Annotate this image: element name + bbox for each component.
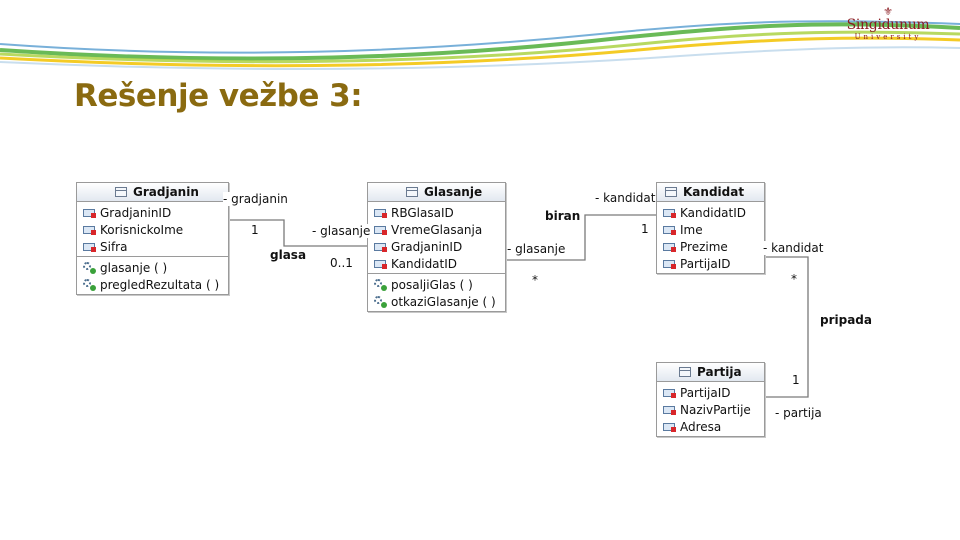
- role-label-kandidat: - kandidat: [763, 241, 824, 255]
- private-attribute-icon: [663, 208, 676, 218]
- attribute: GradjaninID: [368, 238, 505, 255]
- logo-subtitle: University: [854, 33, 922, 41]
- operations-compartment: glasanje ( ) pregledRezultata ( ): [77, 256, 228, 294]
- class-kandidat[interactable]: Kandidat KandidatID Ime Prezime PartijaI…: [656, 182, 765, 274]
- private-attribute-icon: [83, 225, 96, 235]
- private-attribute-icon: [374, 242, 387, 252]
- attribute: KandidatID: [368, 255, 505, 272]
- private-attribute-icon: [83, 242, 96, 252]
- private-attribute-icon: [663, 225, 676, 235]
- class-gradjanin[interactable]: Gradjanin GradjaninID KorisnickoIme Sifr…: [76, 182, 229, 295]
- role-label-partija: - partija: [775, 406, 822, 420]
- attribute: Adresa: [657, 418, 764, 435]
- class-icon: [115, 187, 127, 197]
- private-attribute-icon: [663, 242, 676, 252]
- public-operation-icon: [374, 295, 387, 308]
- operation: otkaziGlasanje ( ): [368, 293, 505, 310]
- private-attribute-icon: [663, 388, 676, 398]
- class-header: Gradjanin: [77, 183, 228, 202]
- multiplicity-label: 0..1: [330, 256, 353, 270]
- attribute: PartijaID: [657, 384, 764, 401]
- class-icon: [406, 187, 418, 197]
- association-name-glasa: glasa: [270, 248, 307, 262]
- private-attribute-icon: [83, 208, 96, 218]
- class-glasanje[interactable]: Glasanje RBGlasaID VremeGlasanja Gradjan…: [367, 182, 506, 312]
- header-wave-decoration: [0, 20, 960, 71]
- class-name: Glasanje: [424, 185, 483, 199]
- class-name: Partija: [697, 365, 742, 379]
- operation: pregledRezultata ( ): [77, 276, 228, 293]
- private-attribute-icon: [663, 405, 676, 415]
- association-line-pripada: [763, 256, 809, 398]
- class-icon: [665, 187, 677, 197]
- attribute: PartijaID: [657, 255, 764, 272]
- class-icon: [679, 367, 691, 377]
- public-operation-icon: [83, 278, 96, 291]
- operations-compartment: posaljiGlas ( ) otkaziGlasanje ( ): [368, 273, 505, 311]
- role-label-gradjanin: - gradjanin: [223, 192, 288, 206]
- association-name-pripada: pripada: [820, 313, 872, 327]
- multiplicity-label: 1: [641, 222, 649, 236]
- private-attribute-icon: [374, 225, 387, 235]
- multiplicity-label: *: [532, 273, 538, 287]
- attribute: KandidatID: [657, 204, 764, 221]
- association-line-biran: [504, 214, 656, 261]
- role-label-glasanje: - glasanje: [507, 242, 566, 256]
- attribute: GradjaninID: [77, 204, 228, 221]
- public-operation-icon: [374, 278, 387, 291]
- attribute: RBGlasaID: [368, 204, 505, 221]
- association-name-biran: biran: [545, 209, 581, 223]
- operation: posaljiGlas ( ): [368, 276, 505, 293]
- attribute: Sifra: [77, 238, 228, 255]
- class-partija[interactable]: Partija PartijaID NazivPartije Adresa: [656, 362, 765, 437]
- private-attribute-icon: [663, 422, 676, 432]
- multiplicity-label: *: [791, 272, 797, 286]
- class-header: Kandidat: [657, 183, 764, 202]
- multiplicity-label: 1: [251, 223, 259, 237]
- class-header: Partija: [657, 363, 764, 382]
- role-label-glasanje: - glasanje: [312, 224, 371, 238]
- attribute: NazivPartije: [657, 401, 764, 418]
- attributes-compartment: PartijaID NazivPartije Adresa: [657, 382, 764, 436]
- university-logo: ⚜ Singidunum University: [838, 6, 938, 42]
- multiplicity-label: 1: [792, 373, 800, 387]
- class-name: Gradjanin: [133, 185, 199, 199]
- attribute: VremeGlasanja: [368, 221, 505, 238]
- operation: glasanje ( ): [77, 259, 228, 276]
- attributes-compartment: GradjaninID KorisnickoIme Sifra: [77, 202, 228, 256]
- logo-emblem-icon: ⚜: [883, 5, 893, 18]
- attributes-compartment: KandidatID Ime Prezime PartijaID: [657, 202, 764, 273]
- logo-name: Singidunum: [846, 17, 930, 33]
- association-line-glasa: [227, 219, 367, 247]
- attribute: KorisnickoIme: [77, 221, 228, 238]
- attribute: Prezime: [657, 238, 764, 255]
- public-operation-icon: [83, 261, 96, 274]
- private-attribute-icon: [663, 259, 676, 269]
- private-attribute-icon: [374, 259, 387, 269]
- role-label-kandidat: - kandidat: [595, 191, 656, 205]
- class-name: Kandidat: [683, 185, 745, 199]
- private-attribute-icon: [374, 208, 387, 218]
- slide-title: Rešenje vežbe 3:: [74, 78, 363, 114]
- class-header: Glasanje: [368, 183, 505, 202]
- attribute: Ime: [657, 221, 764, 238]
- attributes-compartment: RBGlasaID VremeGlasanja GradjaninID Kand…: [368, 202, 505, 273]
